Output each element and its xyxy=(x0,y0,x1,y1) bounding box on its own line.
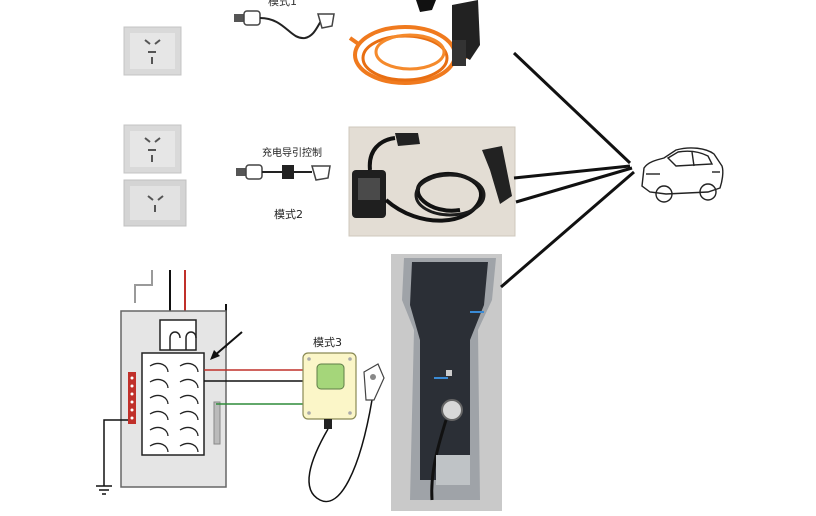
mode3-control-box xyxy=(302,352,357,429)
mode1-orange-cable-photo xyxy=(348,0,480,85)
mode2-wall-socket-bottom xyxy=(123,179,187,227)
ground-symbol-icon xyxy=(96,419,128,495)
mode2-wall-socket-top xyxy=(123,124,182,174)
mode2-charger-photo xyxy=(348,126,516,237)
distribution-panel xyxy=(120,310,227,488)
mode1-label: 模式1 xyxy=(268,0,297,8)
mode3-wallbox-photo xyxy=(391,254,502,511)
mode1-plug-cable xyxy=(234,10,335,40)
mode3-label: 模式3 xyxy=(313,336,342,349)
mode2-plug-cable xyxy=(236,164,331,181)
connector-lines xyxy=(500,51,635,289)
mode1-wall-socket xyxy=(123,26,182,76)
mode3-connector-cable xyxy=(308,363,385,503)
mode2-caption: 充电导引控制 xyxy=(262,146,322,159)
mode2-label: 模式2 xyxy=(274,208,303,221)
panel-arrow xyxy=(210,331,243,360)
panel-to-box-wires xyxy=(204,369,304,405)
car-outline-icon xyxy=(641,147,724,203)
